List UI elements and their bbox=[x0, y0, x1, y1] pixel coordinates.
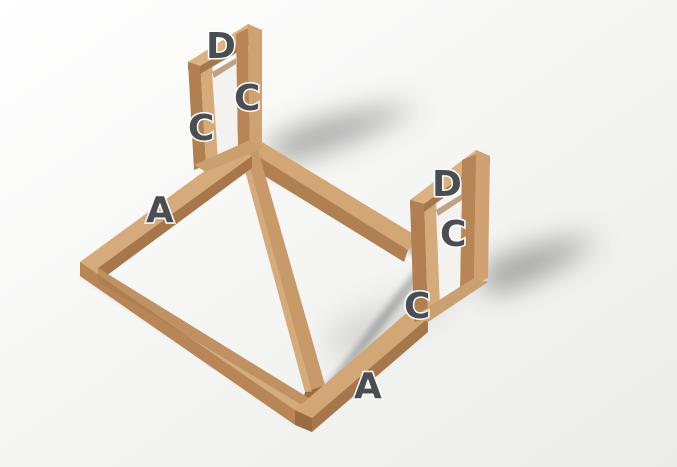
label-d-right: D bbox=[432, 164, 462, 205]
label-d-left: D bbox=[206, 26, 236, 67]
label-c-right-inner: C bbox=[440, 214, 466, 255]
label-c-left-inner: C bbox=[234, 78, 260, 119]
label-c-left-outer: C bbox=[188, 108, 214, 149]
label-a-left: A bbox=[146, 190, 174, 231]
label-a-front: A bbox=[354, 366, 382, 407]
label-c-right-lower: C bbox=[404, 286, 430, 327]
